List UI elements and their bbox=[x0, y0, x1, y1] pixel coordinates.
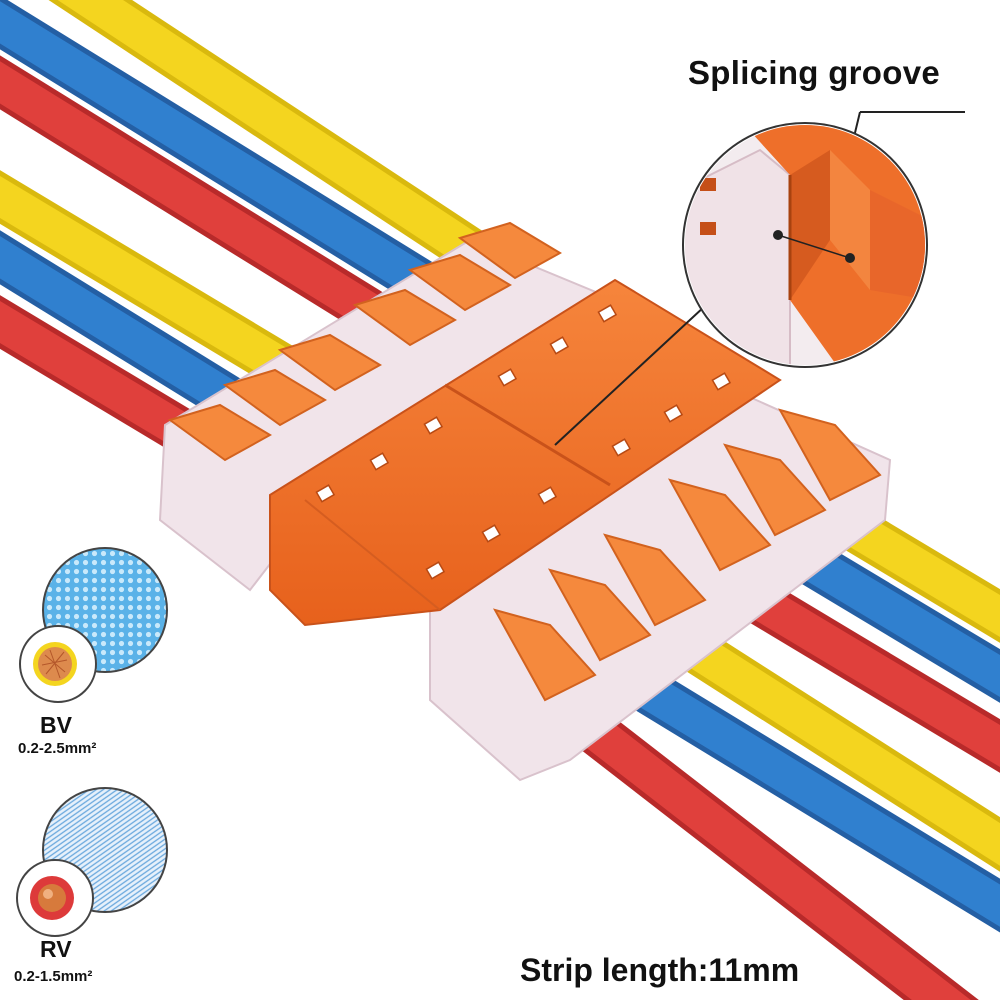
wire-blue-3 bbox=[767, 527, 1000, 703]
strip-length-label: Strip length:11mm bbox=[520, 952, 800, 988]
solid-copper-core-icon bbox=[19, 547, 168, 703]
wire-type-rv-range: 0.2-1.5mm² bbox=[14, 968, 93, 985]
zoom-detail bbox=[685, 125, 925, 365]
wire-type-bv-range: 0.2-2.5mm² bbox=[18, 740, 97, 757]
test-holes bbox=[315, 304, 732, 580]
wire-blue-1 bbox=[0, 0, 473, 323]
wire-type-rv-name: RV bbox=[40, 936, 72, 962]
splice-seam-2 bbox=[304, 499, 441, 611]
splice-seam bbox=[444, 383, 611, 487]
splicing-groove-callout bbox=[554, 111, 965, 446]
wires-back bbox=[0, 0, 523, 483]
wire-red-4 bbox=[557, 697, 986, 1005]
wire-yellow-1 bbox=[48, 0, 523, 293]
stranded-copper-core-icon bbox=[16, 787, 168, 937]
levers-left bbox=[167, 221, 562, 462]
splicing-connector bbox=[158, 221, 892, 782]
wire-blue-4 bbox=[607, 657, 1000, 933]
levers-right bbox=[492, 408, 882, 702]
wire-red-3 bbox=[717, 567, 1000, 773]
wire-type-bv-name: BV bbox=[40, 712, 72, 738]
callout-title: Splicing groove bbox=[688, 54, 941, 91]
wire-yellow-3 bbox=[817, 497, 1000, 643]
wires-front bbox=[557, 497, 1000, 1005]
wire-yellow-4 bbox=[657, 617, 1000, 872]
wire-red-1 bbox=[0, 55, 423, 353]
